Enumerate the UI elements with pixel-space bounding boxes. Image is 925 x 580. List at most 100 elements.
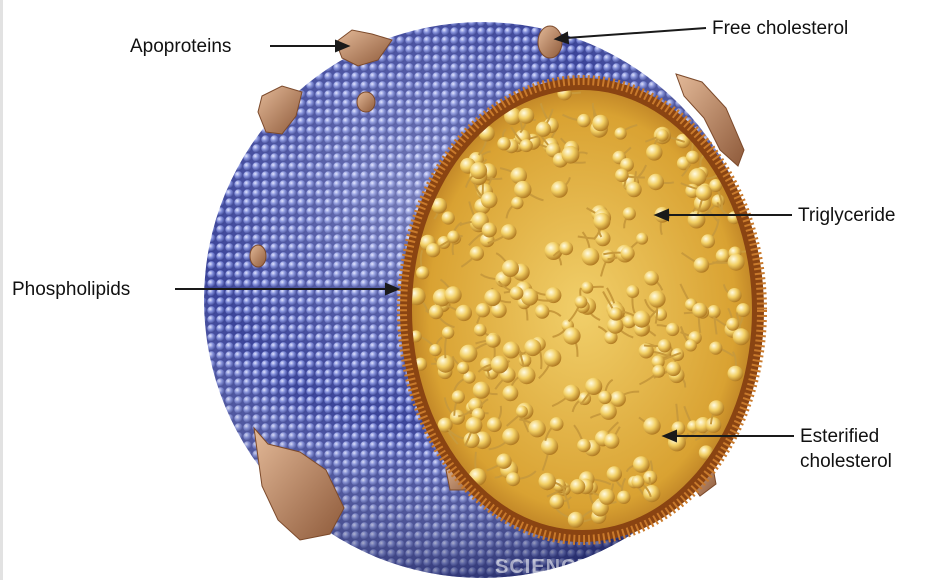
lipid-molecule xyxy=(497,137,510,150)
lipid-molecule xyxy=(486,334,500,348)
lipid-molecule xyxy=(570,479,585,494)
lipid-molecule xyxy=(536,122,551,137)
lipid-molecule xyxy=(466,417,483,434)
lipid-molecule xyxy=(577,439,591,453)
label-phospholipids: Phospholipids xyxy=(12,277,130,302)
lipid-core xyxy=(400,78,764,542)
lipid-molecule xyxy=(502,428,519,445)
lipid-molecule xyxy=(666,323,679,336)
lipid-molecule xyxy=(598,391,611,404)
lipid-molecule xyxy=(592,115,609,132)
lipid-molecule xyxy=(484,289,501,306)
lipid-molecule xyxy=(568,512,584,528)
lipid-molecule xyxy=(643,417,660,434)
label-esterified-cholesterol: Esterified cholesterol xyxy=(800,424,922,474)
lipid-molecule xyxy=(649,291,666,308)
lipid-molecule xyxy=(706,417,722,433)
lipid-molecule xyxy=(726,318,739,331)
lipid-molecule xyxy=(585,378,602,395)
lipid-molecule xyxy=(460,345,478,363)
label-free-cholesterol: Free cholesterol xyxy=(712,16,848,41)
label-apoproteins: Apoproteins xyxy=(130,34,231,59)
free-cholesterol-upper xyxy=(357,92,375,112)
lipid-molecule xyxy=(416,266,429,279)
lipid-molecule xyxy=(666,362,681,377)
free-cholesterol-mid xyxy=(250,245,266,267)
lipid-molecule xyxy=(563,327,580,344)
lipid-molecule xyxy=(615,127,627,139)
lipid-molecule xyxy=(528,420,545,437)
lipid-molecule xyxy=(503,342,520,359)
lipid-molecule xyxy=(496,454,511,469)
lipid-molecule xyxy=(621,246,635,260)
lipid-molecule xyxy=(550,495,565,510)
lipid-molecule xyxy=(615,169,629,183)
lipid-molecule xyxy=(429,344,441,356)
lipid-molecule xyxy=(456,305,472,321)
lipid-molecule xyxy=(474,324,487,337)
lipid-molecule xyxy=(520,139,533,152)
lipid-molecule xyxy=(511,197,523,209)
lipid-molecule xyxy=(481,192,498,209)
lipid-molecule xyxy=(445,286,462,303)
lipid-molecule xyxy=(686,151,699,164)
lipid-molecule xyxy=(599,489,615,505)
lipid-molecule xyxy=(559,241,573,255)
lipid-molecule xyxy=(506,472,520,486)
lipid-molecule xyxy=(575,296,588,309)
lipid-molecule xyxy=(470,162,487,179)
lipid-molecule xyxy=(656,129,669,142)
lipid-molecule xyxy=(617,491,630,504)
lipid-molecule xyxy=(518,108,534,124)
lipid-molecule xyxy=(685,339,697,351)
lipid-molecule xyxy=(514,181,531,198)
lipid-molecule xyxy=(602,250,616,264)
lipid-molecule xyxy=(518,367,536,385)
lipid-molecule xyxy=(550,417,564,431)
lipid-molecule xyxy=(551,181,568,198)
lipid-molecule xyxy=(696,185,712,201)
lipid-molecule xyxy=(476,303,490,317)
lipid-molecule xyxy=(600,403,617,420)
leader-free-cholesterol xyxy=(566,28,706,38)
lipid-molecule xyxy=(607,466,622,481)
lipid-molecule xyxy=(581,281,593,293)
lipid-molecule xyxy=(491,356,509,374)
lipid-molecule xyxy=(692,303,707,318)
lipid-molecule xyxy=(658,339,671,352)
lipid-molecule xyxy=(447,231,459,243)
lipid-molecule xyxy=(736,303,750,317)
lipid-molecule xyxy=(701,234,715,248)
lipid-molecule xyxy=(604,433,619,448)
label-triglyceride: Triglyceride xyxy=(798,203,896,228)
lipid-molecule xyxy=(502,260,519,277)
lipid-molecule xyxy=(709,342,722,355)
lipid-molecule xyxy=(626,182,641,197)
lipid-molecule xyxy=(644,271,659,286)
lipid-molecule xyxy=(501,224,517,240)
lipid-molecule xyxy=(452,390,465,403)
watermark: SCIENCEP xyxy=(495,556,605,579)
lipid-molecule xyxy=(535,304,549,318)
lipid-molecule xyxy=(487,417,502,432)
lipid-molecule xyxy=(457,362,469,374)
lipid-molecule xyxy=(636,233,648,245)
lipid-molecule xyxy=(688,211,706,229)
lipid-molecule xyxy=(539,473,556,490)
lipid-molecule xyxy=(633,456,650,473)
lipid-molecule xyxy=(652,365,665,378)
lipid-molecule xyxy=(442,211,455,224)
lipid-molecule xyxy=(544,349,562,367)
lipid-molecule xyxy=(646,144,662,160)
lipid-molecule xyxy=(470,246,484,260)
lipid-molecule xyxy=(442,327,454,339)
lipid-molecule xyxy=(473,382,490,399)
lipid-molecule xyxy=(648,174,664,190)
lipid-molecule xyxy=(728,366,744,382)
lipid-molecule xyxy=(593,213,610,230)
lipid-molecule xyxy=(524,339,541,356)
lipid-molecule xyxy=(577,114,590,127)
lipid-molecule xyxy=(694,257,710,273)
